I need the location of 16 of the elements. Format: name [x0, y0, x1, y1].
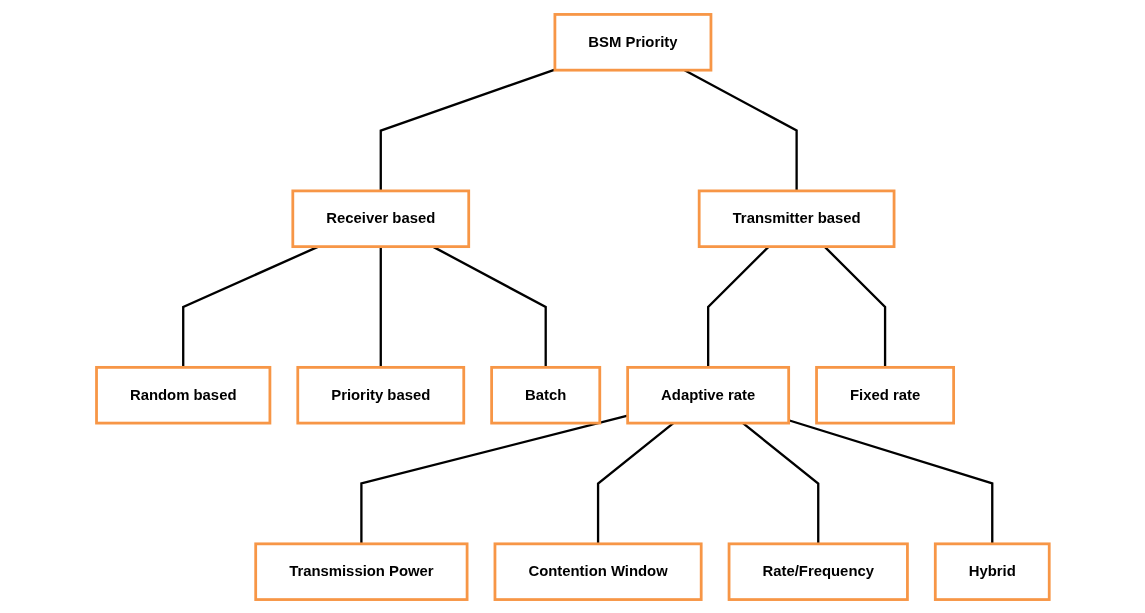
- connector: [379, 68, 555, 191]
- connector: [359, 414, 628, 544]
- node-box: BSM Priority: [553, 12, 712, 72]
- connector: [787, 418, 994, 544]
- node-box: Contention Window: [493, 541, 703, 601]
- node-box: Hybrid: [933, 541, 1051, 601]
- node-box: Receiver based: [291, 189, 470, 248]
- node-box: Random based: [94, 365, 271, 424]
- node-box: Fixed rate: [814, 365, 955, 424]
- node-box: Batch: [489, 365, 601, 424]
- node-box: Transmission Power: [253, 541, 469, 601]
- node-box: Rate/Frequency: [727, 541, 909, 601]
- node-box: Transmitter based: [697, 189, 896, 248]
- node-box: Adaptive rate: [625, 365, 790, 424]
- connector: [379, 246, 382, 367]
- node-box: Priority based: [296, 365, 465, 424]
